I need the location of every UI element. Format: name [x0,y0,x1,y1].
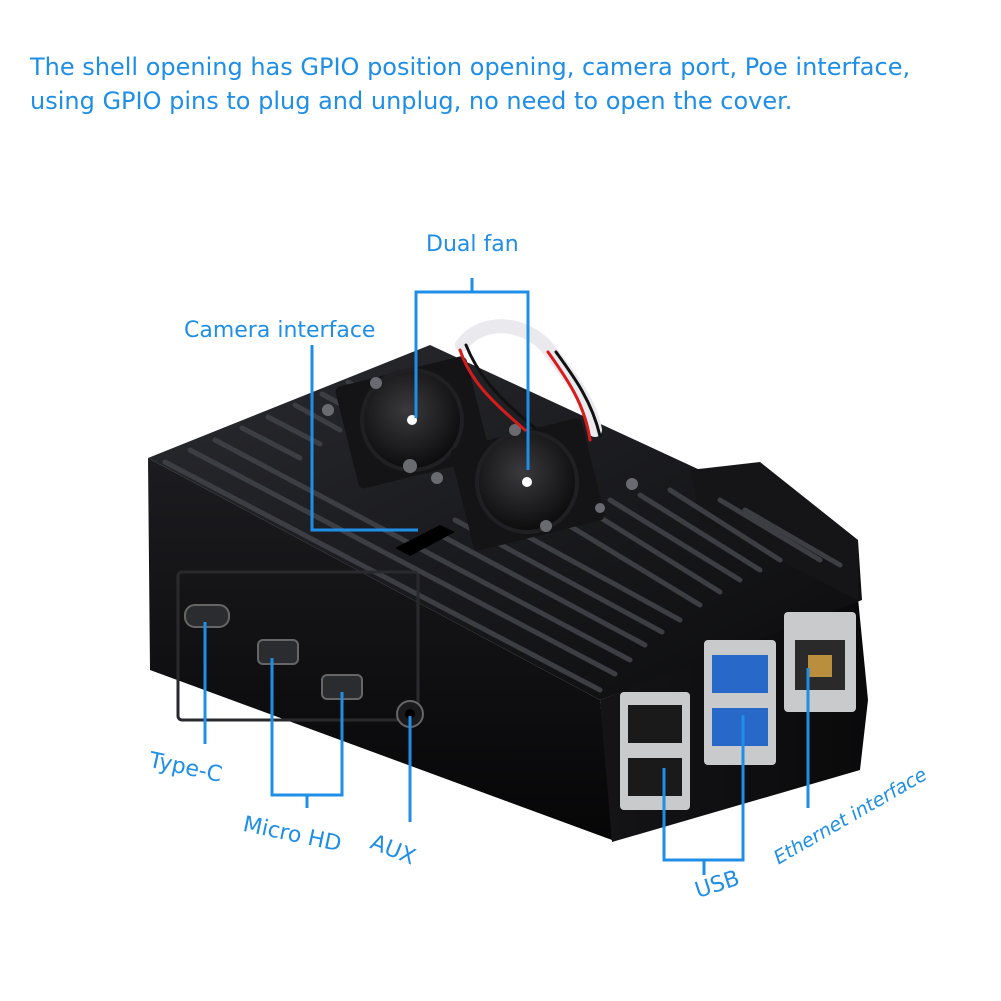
product-description: The shell opening has GPIO position open… [30,50,990,118]
callout-lines [203,278,810,875]
callout-dual-fan: Dual fan [426,232,519,257]
micro-hd-port-1 [257,639,299,665]
heatsink-fins [162,379,843,693]
description-line-2: using GPIO pins to plug and unplug, no n… [30,87,793,115]
callout-camera-interface: Camera interface [184,318,376,343]
fan-cable [455,319,602,442]
type-c-port [184,604,230,628]
side-ports [176,570,424,728]
front-ports [620,612,856,810]
camera-slot [395,525,455,556]
description-line-1: The shell opening has GPIO position open… [30,53,911,81]
